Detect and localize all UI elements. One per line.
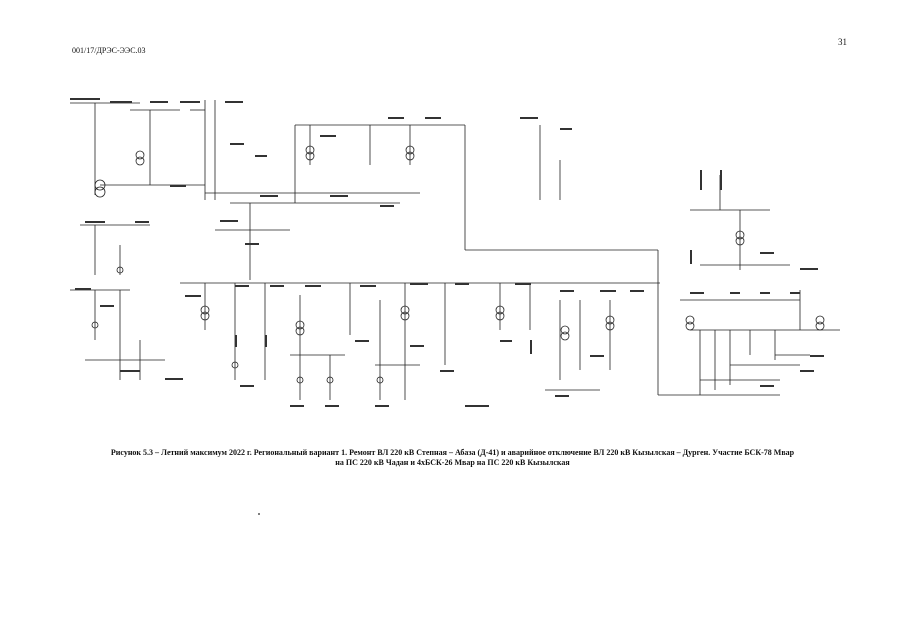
caption-line-2: на ПС 220 кВ Чадан и 4хБСК-26 Мвар на ПС… — [335, 458, 570, 467]
stray-dot — [258, 513, 260, 515]
caption-line-1: Рисунок 5.3 – Летний максимум 2022 г. Ре… — [110, 448, 795, 457]
diagram-lines — [70, 100, 840, 400]
document-code: 001/17/ДРЭС-ЭЭС.03 — [72, 46, 146, 55]
label-marks — [70, 98, 824, 407]
transformer-symbols — [91, 145, 825, 384]
figure-caption: Рисунок 5.3 – Летний максимум 2022 г. Ре… — [60, 448, 845, 468]
page-number: 31 — [838, 37, 847, 47]
